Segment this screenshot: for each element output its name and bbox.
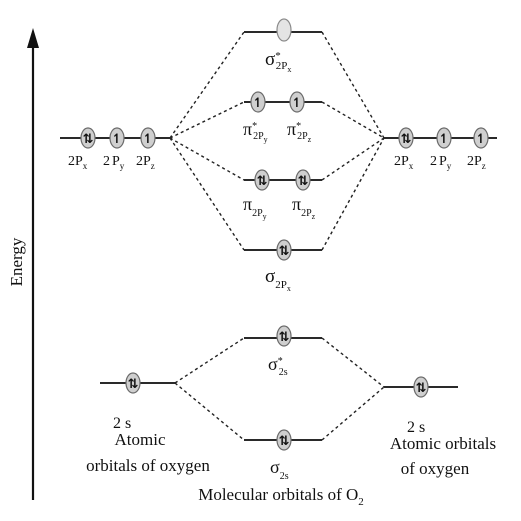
sigma-star-2px-orbital: [276, 18, 292, 42]
right-2p-orbitals: ⇅ ↿ ↿: [384, 127, 497, 149]
left-2p-orbitals: ⇅ ↿ ↿: [60, 127, 172, 149]
right-2px-electrons: ⇅: [401, 132, 412, 147]
right-caption-line1: Atomic orbitals: [390, 434, 496, 453]
pi-star-2py-orbital: [250, 91, 266, 113]
right-2px-orbital: [398, 127, 414, 149]
right-2s-orbital: [413, 376, 429, 398]
sigma-2s-orbital: [276, 429, 292, 451]
left-2py-orbital: [109, 127, 125, 149]
mo-pi-star-2p: ↿ ↿ π*2Py π*2Pz: [243, 91, 322, 144]
svg-text:2Py: 2Py: [103, 154, 125, 171]
left-caption-line1: Atomic: [115, 430, 166, 449]
mo-sigma-2s: ⇅ σ2s: [244, 429, 322, 482]
pi-star-2pz-electrons: ↿: [292, 96, 303, 111]
right-2s-label: 2 s: [407, 419, 425, 436]
sigma-2px-orbital: [276, 239, 292, 261]
mo-sigma-star-2px: σ*2Px: [244, 18, 322, 74]
svg-text:2Pz: 2Pz: [136, 154, 155, 171]
pi-star-2pz-orbital: [289, 91, 305, 113]
pi-star-2py-electrons: ↿: [253, 96, 264, 111]
svg-text:2Px: 2Px: [68, 154, 88, 171]
right-2pz-orbital: [473, 127, 489, 149]
left-2px-electrons: ⇅: [83, 132, 94, 147]
left-caption-line2: orbitals of oxygen: [86, 456, 210, 475]
sigma-star-2s-orbital: [276, 325, 292, 347]
sigma-2s-electrons: ⇅: [279, 434, 290, 449]
left-2px-orbital: [80, 127, 96, 149]
energy-axis-arrowhead: [27, 28, 39, 48]
mo-sigma-2px: ⇅ σ2Px: [244, 239, 322, 293]
pi-2py-label: π2Py: [243, 194, 267, 221]
svg-text:σ2Px: σ2Px: [265, 266, 291, 293]
svg-text:2Px: 2Px: [394, 154, 414, 171]
sigma-2px-electrons: ⇅: [279, 244, 290, 259]
svg-text:σ*2Px: σ*2Px: [265, 49, 291, 74]
svg-text:σ2s: σ2s: [270, 457, 289, 482]
pi-2py-orbital: [254, 169, 270, 191]
sigma-star-2s-electrons: ⇅: [279, 330, 290, 345]
right-2s-electrons: ⇅: [416, 381, 427, 396]
left-2s-electrons: ⇅: [128, 377, 139, 392]
pi-2pz-electrons: ⇅: [298, 174, 309, 189]
pi-star-2py-label: π*2Py: [243, 119, 268, 144]
right-2s-orbital-group: ⇅ 2 s: [384, 376, 458, 436]
right-caption-line2: of oxygen: [401, 459, 470, 478]
right-2py-electrons: ↿: [439, 132, 450, 147]
left-2pz-orbital: [140, 127, 156, 149]
left-2s-label: 2 s: [113, 415, 131, 432]
svg-text:2Py: 2Py: [430, 154, 452, 171]
left-2s-orbital: [125, 372, 141, 394]
svg-text:σ*2s: σ*2s: [268, 354, 288, 378]
pi-2pz-orbital: [295, 169, 311, 191]
pi-2py-electrons: ⇅: [257, 174, 268, 189]
bottom-caption: Molecular orbitals of O2: [198, 485, 364, 508]
right-2py-orbital: [436, 127, 452, 149]
left-2pz-electrons: ↿: [143, 132, 154, 147]
mo-sigma-star-2s: ⇅ σ*2s: [244, 325, 322, 378]
dashed-correlation-lines-p: [169, 31, 385, 251]
right-2pz-electrons: ↿: [476, 132, 487, 147]
left-2py-electrons: ↿: [112, 132, 123, 147]
svg-text:2Pz: 2Pz: [467, 154, 486, 171]
pi-2pz-label: π2Pz: [292, 194, 316, 221]
mo-pi-2p: ⇅ ⇅ π2Py π2Pz: [243, 169, 322, 221]
dashed-correlation-lines-s: [174, 337, 385, 441]
left-2s-orbital-group: ⇅ 2 s: [100, 372, 175, 432]
pi-star-2pz-label: π*2Pz: [287, 119, 312, 144]
energy-axis-label: Energy: [7, 237, 26, 286]
